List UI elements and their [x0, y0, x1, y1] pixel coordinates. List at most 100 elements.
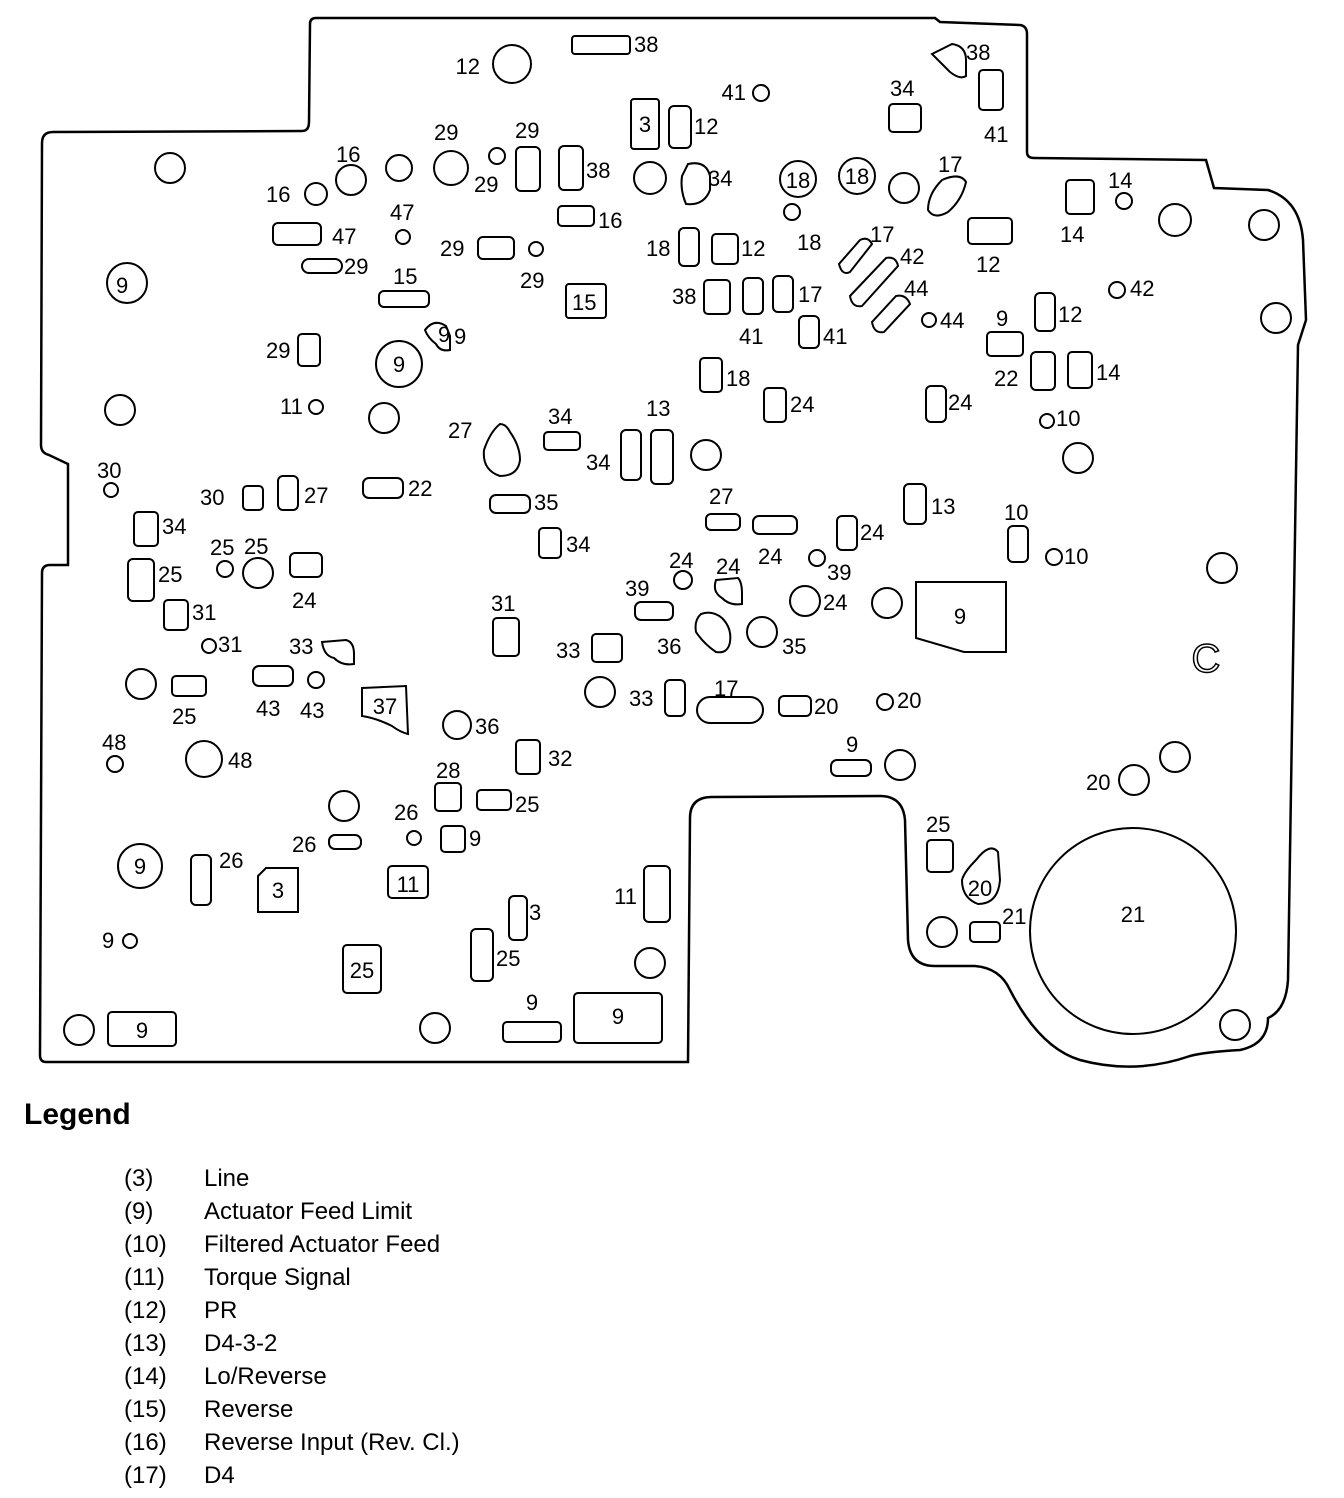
callout-label: 11 [614, 884, 637, 909]
legend-name: D4-3-2 [204, 1330, 278, 1357]
callout-label: 12 [456, 54, 480, 79]
legend-code: (12) [124, 1297, 167, 1324]
callout-label: 9 [954, 604, 966, 629]
callout-label: 29 [440, 236, 464, 261]
callout-label: 20 [1086, 770, 1110, 795]
callout-label: 20 [814, 694, 838, 719]
callout-label: 36 [475, 714, 499, 739]
callout-label: 12 [976, 252, 1000, 277]
legend-name: Actuator Feed Limit [204, 1198, 413, 1225]
callout-label: 18 [786, 168, 810, 193]
callout-label: 22 [408, 476, 432, 501]
callout-label: 16 [598, 208, 622, 233]
callout-label: 32 [548, 746, 572, 771]
callout-label: 25 [172, 704, 196, 729]
callout-label: 13 [931, 494, 955, 519]
callout-label: 29 [434, 120, 458, 145]
legend-item: (13)D4-3-2 [124, 1327, 460, 1360]
legend-item: (12)PR [124, 1294, 460, 1327]
legend-name: Torque Signal [204, 1264, 351, 1291]
callout-label: 9 [136, 1018, 148, 1043]
legend-item: (10)Filtered Actuator Feed [124, 1228, 460, 1261]
callout-label: 42 [900, 244, 924, 269]
legend-item: (14) Lo/Reverse [124, 1360, 460, 1393]
legend-item: (9) Actuator Feed Limit [124, 1195, 460, 1228]
legend-item: (17)D4 [124, 1459, 460, 1492]
legend-code: (14) [124, 1363, 167, 1390]
callout-label: 34 [890, 76, 914, 101]
callout-label: 29 [474, 172, 498, 197]
callout-label: 24 [860, 520, 884, 545]
callout-label: 44 [940, 308, 964, 333]
callout-label: 33 [289, 634, 313, 659]
callout-label: 48 [102, 730, 126, 755]
callout-label: 24 [790, 392, 814, 417]
callout-label: 26 [394, 800, 418, 825]
legend-name: Reverse [204, 1396, 294, 1423]
callout-label: 33 [629, 686, 653, 711]
callout-label: 9 [134, 854, 146, 879]
callout-label: 3 [639, 112, 651, 137]
callout-label: 25 [350, 958, 374, 983]
callout-label: 9 [526, 990, 538, 1015]
callout-label: 29 [515, 118, 539, 143]
port-irregular [257, 42, 1007, 913]
callout-label: 9 [102, 928, 114, 953]
callout-label: 29 [520, 268, 544, 293]
legend-item: (11) Torque Signal [124, 1261, 460, 1294]
callout-label: 38 [586, 158, 610, 183]
callout-label: 41 [739, 324, 763, 349]
callout-label: 47 [390, 200, 414, 225]
legend-code: (9) [124, 1198, 154, 1225]
callout-label: 25 [926, 812, 950, 837]
callout-label: 11 [280, 394, 303, 419]
legend-name: Lo/Reverse [204, 1363, 327, 1390]
spacer-plate-diagram: 12 38 38 41 34 41 3 12 29 29 29 38 16 16… [38, 16, 1308, 1068]
callout-label: 36 [657, 634, 681, 659]
callout-label: 31 [192, 600, 216, 625]
callout-label: 31 [218, 632, 242, 657]
callout-label: 15 [572, 290, 596, 315]
callout-label: 17 [798, 282, 822, 307]
callout-label: 31 [491, 591, 515, 616]
legend-name: Filtered Actuator Feed [204, 1231, 441, 1258]
callout-label: 43 [256, 696, 280, 721]
callout-label: 34 [566, 532, 590, 557]
callout-label: 14 [1108, 168, 1132, 193]
callout-label: 18 [646, 236, 670, 261]
callout-label: 10 [1056, 406, 1080, 431]
callout-label: 48 [228, 748, 252, 773]
callout-label: 20 [968, 876, 992, 901]
callout-label: 9 [438, 322, 450, 347]
callout-label: 35 [534, 490, 558, 515]
callout-label: 24 [758, 544, 782, 569]
legend-code: (3) [124, 1165, 154, 1192]
callout-label: C [1192, 637, 1221, 681]
port-rects [107, 35, 1095, 1047]
callout-label: 9 [996, 306, 1008, 331]
callout-label: 11 [397, 872, 420, 897]
callout-label: 10 [1064, 544, 1088, 569]
callout-label: 28 [436, 758, 460, 783]
legend-code: (11) [124, 1264, 165, 1291]
callout-label: 42 [1130, 276, 1154, 301]
callout-label: 18 [797, 230, 821, 255]
callout-labels: 12 38 38 41 34 41 3 12 29 29 29 38 16 16… [97, 32, 1221, 1043]
callout-label: 16 [266, 182, 290, 207]
callout-label: 16 [336, 142, 360, 167]
legend-name: Reverse Input (Rev. Cl.) [204, 1429, 460, 1456]
callout-label: 38 [672, 284, 696, 309]
callout-label: 38 [966, 40, 990, 65]
callout-label: 27 [448, 418, 472, 443]
callout-label: 29 [344, 254, 368, 279]
callout-label: 10 [1004, 500, 1028, 525]
port-circles [63, 44, 1292, 1046]
legend-list: (3)Line (9) Actuator Feed Limit (10)Filte… [124, 1162, 460, 1492]
callout-label: 24 [669, 548, 693, 573]
callout-label: 17 [938, 152, 962, 177]
legend-item: (3)Line [124, 1162, 460, 1195]
callout-label: 41 [984, 122, 1008, 147]
callout-label: 17 [714, 676, 738, 701]
legend-name: D4 [204, 1462, 235, 1489]
legend-title: Legend [24, 1098, 131, 1131]
